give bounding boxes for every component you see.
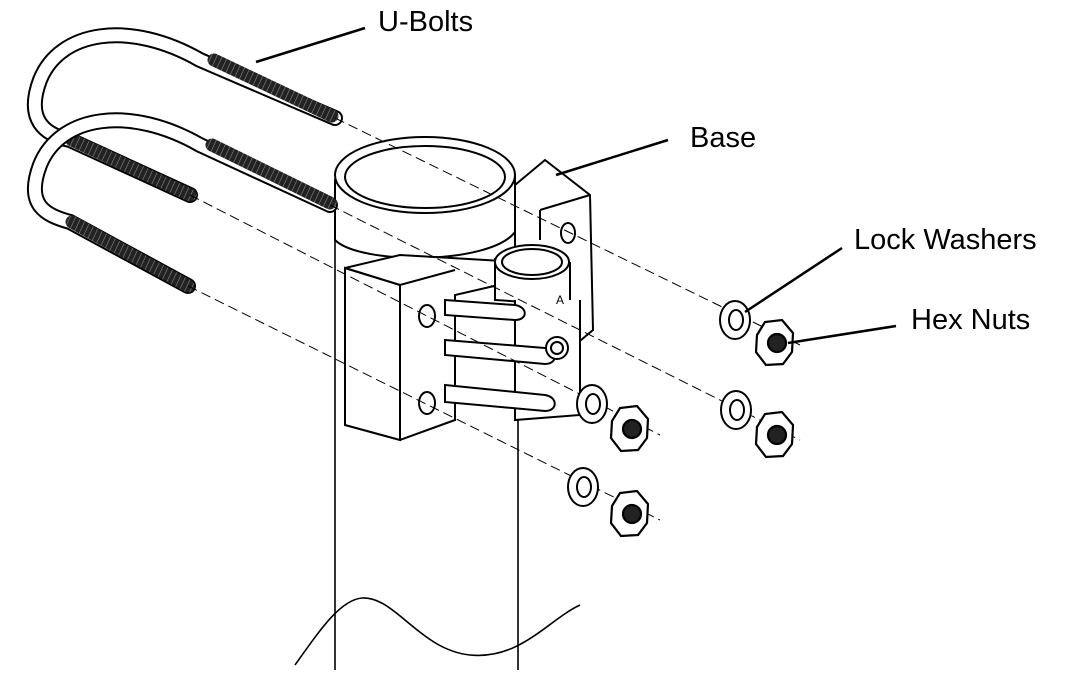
u-bolts-label: U-Bolts (378, 6, 474, 38)
leader-u-bolts (255, 26, 366, 64)
base-label: Base (690, 122, 757, 154)
u-bolt-upper (26, 27, 343, 203)
hex-nuts-label: Hex Nuts (911, 304, 1031, 336)
hex-nut (609, 489, 650, 538)
lock-washer (719, 300, 751, 340)
leader-hex-nuts (787, 324, 897, 345)
leader-lock-washers (744, 246, 843, 314)
lock-washer (567, 467, 599, 507)
u-bolt-lower (26, 112, 338, 294)
hex-nut (754, 318, 795, 367)
leader-lines (255, 26, 897, 345)
lock-washers-label: Lock Washers (854, 224, 1037, 256)
leader-base (555, 138, 669, 177)
base: A (334, 136, 595, 442)
hex-nut (609, 404, 650, 453)
lock-washers (567, 300, 752, 507)
hex-nut (754, 410, 795, 459)
svg-text:A: A (556, 293, 564, 307)
lock-washer (720, 390, 752, 430)
lock-washer (576, 384, 608, 424)
hex-nuts (609, 318, 795, 538)
